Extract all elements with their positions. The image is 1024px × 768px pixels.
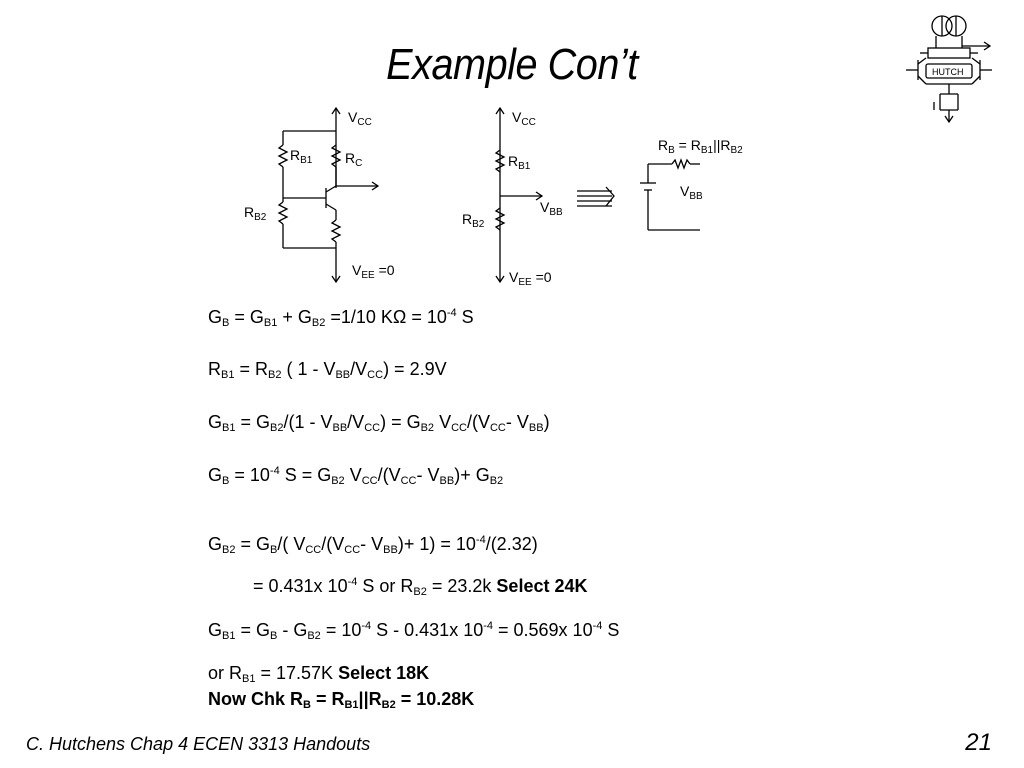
equation-gb1: GB1 = GB2/(1 - VBB/VCC) = GB2 VCC/(VCC- … — [208, 412, 550, 434]
mid-vbb-label: VBB — [540, 199, 563, 218]
left-rb1-label: RB1 — [290, 147, 313, 166]
left-vcc-label: VCC — [348, 109, 372, 128]
right-vbb-label: VBB — [680, 183, 703, 202]
left-rb2-label: RB2 — [244, 204, 267, 223]
slide-title: Example Con’t — [386, 40, 638, 89]
left-vee-label: VEE =0 — [352, 262, 395, 281]
equation-gb-sum: GB = 10-4 S = GB2 VCC/(VCC- VBB)+ GB2 — [208, 465, 504, 487]
equation-gb2: GB2 = GB/( VCC/(VCC- VBB)+ 1) = 10-4/(2.… — [208, 534, 538, 556]
slide-footer: C. Hutchens Chap 4 ECEN 3313 Handouts — [26, 734, 371, 754]
equation-gb1-result: GB1 = GB - GB2 = 10-4 S - 0.431x 10-4 = … — [208, 620, 620, 642]
mid-rb1-label: RB1 — [508, 153, 531, 172]
mid-rb2-label: RB2 — [462, 211, 485, 230]
mid-vee-label: VEE =0 — [509, 269, 552, 288]
equation-rb1: RB1 = RB2 ( 1 - VBB/VCC) = 2.9V — [208, 359, 447, 381]
equation-rb1-result: or RB1 = 17.57K Select 18K — [208, 663, 430, 685]
page-number: 21 — [965, 729, 992, 756]
right-rb-eq-label: RB = RB1||RB2 — [658, 137, 743, 156]
equation-gb-total: GB = GB1 + GB2 =1/10 KΩ = 10-4 S — [208, 307, 474, 329]
mid-vcc-label: VCC — [512, 109, 536, 128]
left-rc-label: RC — [345, 150, 362, 169]
equation-rb2-result: = 0.431x 10-4 S or RB2 = 23.2k Select 24… — [253, 576, 588, 598]
equation-check-rb: Now Chk RB = RB1||RB2 = 10.28K — [208, 689, 475, 711]
